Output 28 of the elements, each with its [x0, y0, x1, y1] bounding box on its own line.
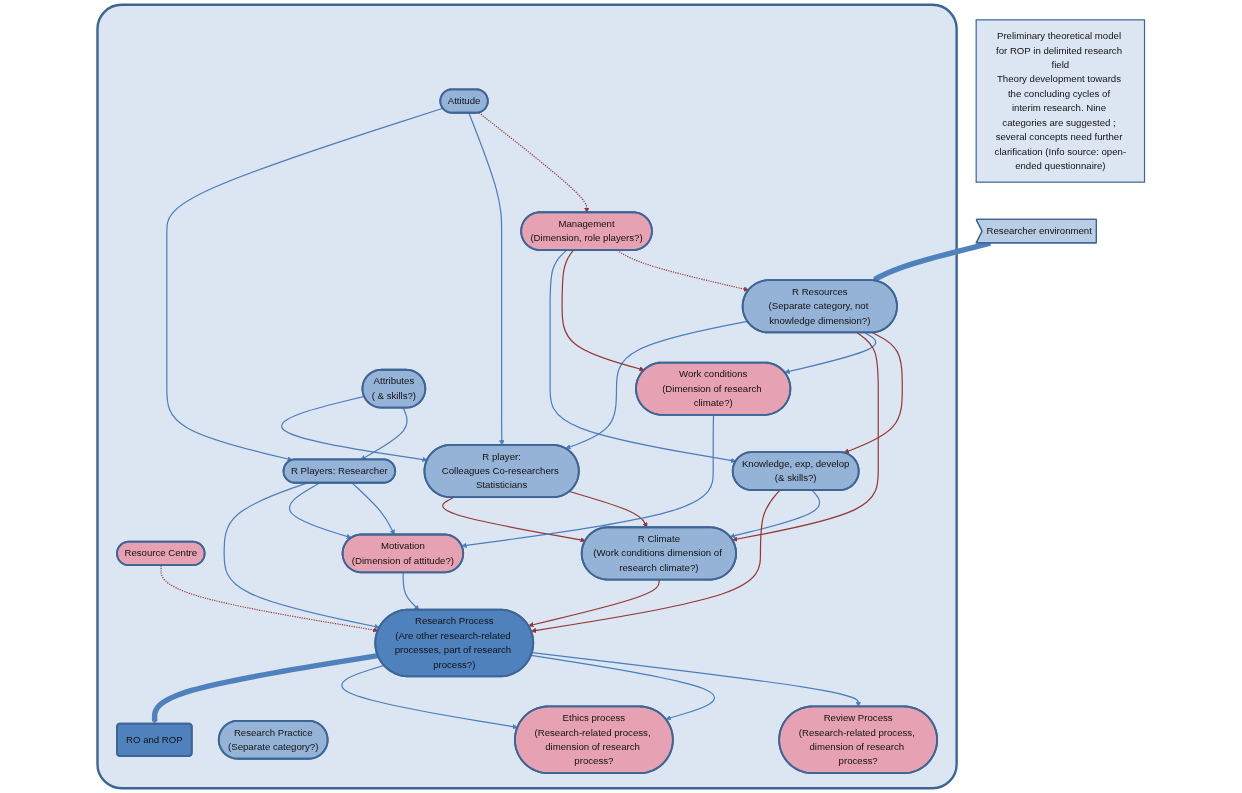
arrow — [531, 652, 861, 707]
arrow — [281, 395, 428, 463]
arrow — [561, 249, 645, 372]
arrow — [223, 482, 380, 630]
arrow — [160, 564, 379, 633]
node-box: Preliminary theoretical model for ROP in delimited research field Theory development towards the concluding cycles of interim research. Nine categories are suggested ; several concepts need further clarification (Info source: open-ended questionnaire) — [975, 19, 1146, 183]
arrow — [402, 572, 420, 611]
arrow — [166, 107, 444, 462]
arrow — [478, 112, 590, 213]
arrow — [843, 332, 903, 454]
arrow — [151, 653, 379, 725]
cluster — [96, 3, 958, 790]
arrow — [616, 249, 749, 292]
arrow — [461, 414, 715, 548]
arrow — [732, 332, 879, 542]
arrow — [341, 664, 518, 730]
arrow — [531, 489, 781, 634]
arrow — [289, 482, 352, 539]
arrow — [442, 496, 586, 543]
arrow — [468, 112, 505, 446]
arrow — [360, 407, 408, 460]
arrow — [784, 332, 877, 374]
arrow — [568, 490, 648, 528]
arrow — [729, 489, 821, 539]
arrow — [351, 482, 395, 535]
arrow — [530, 654, 716, 721]
arrow — [549, 249, 737, 464]
arrow — [528, 579, 660, 628]
